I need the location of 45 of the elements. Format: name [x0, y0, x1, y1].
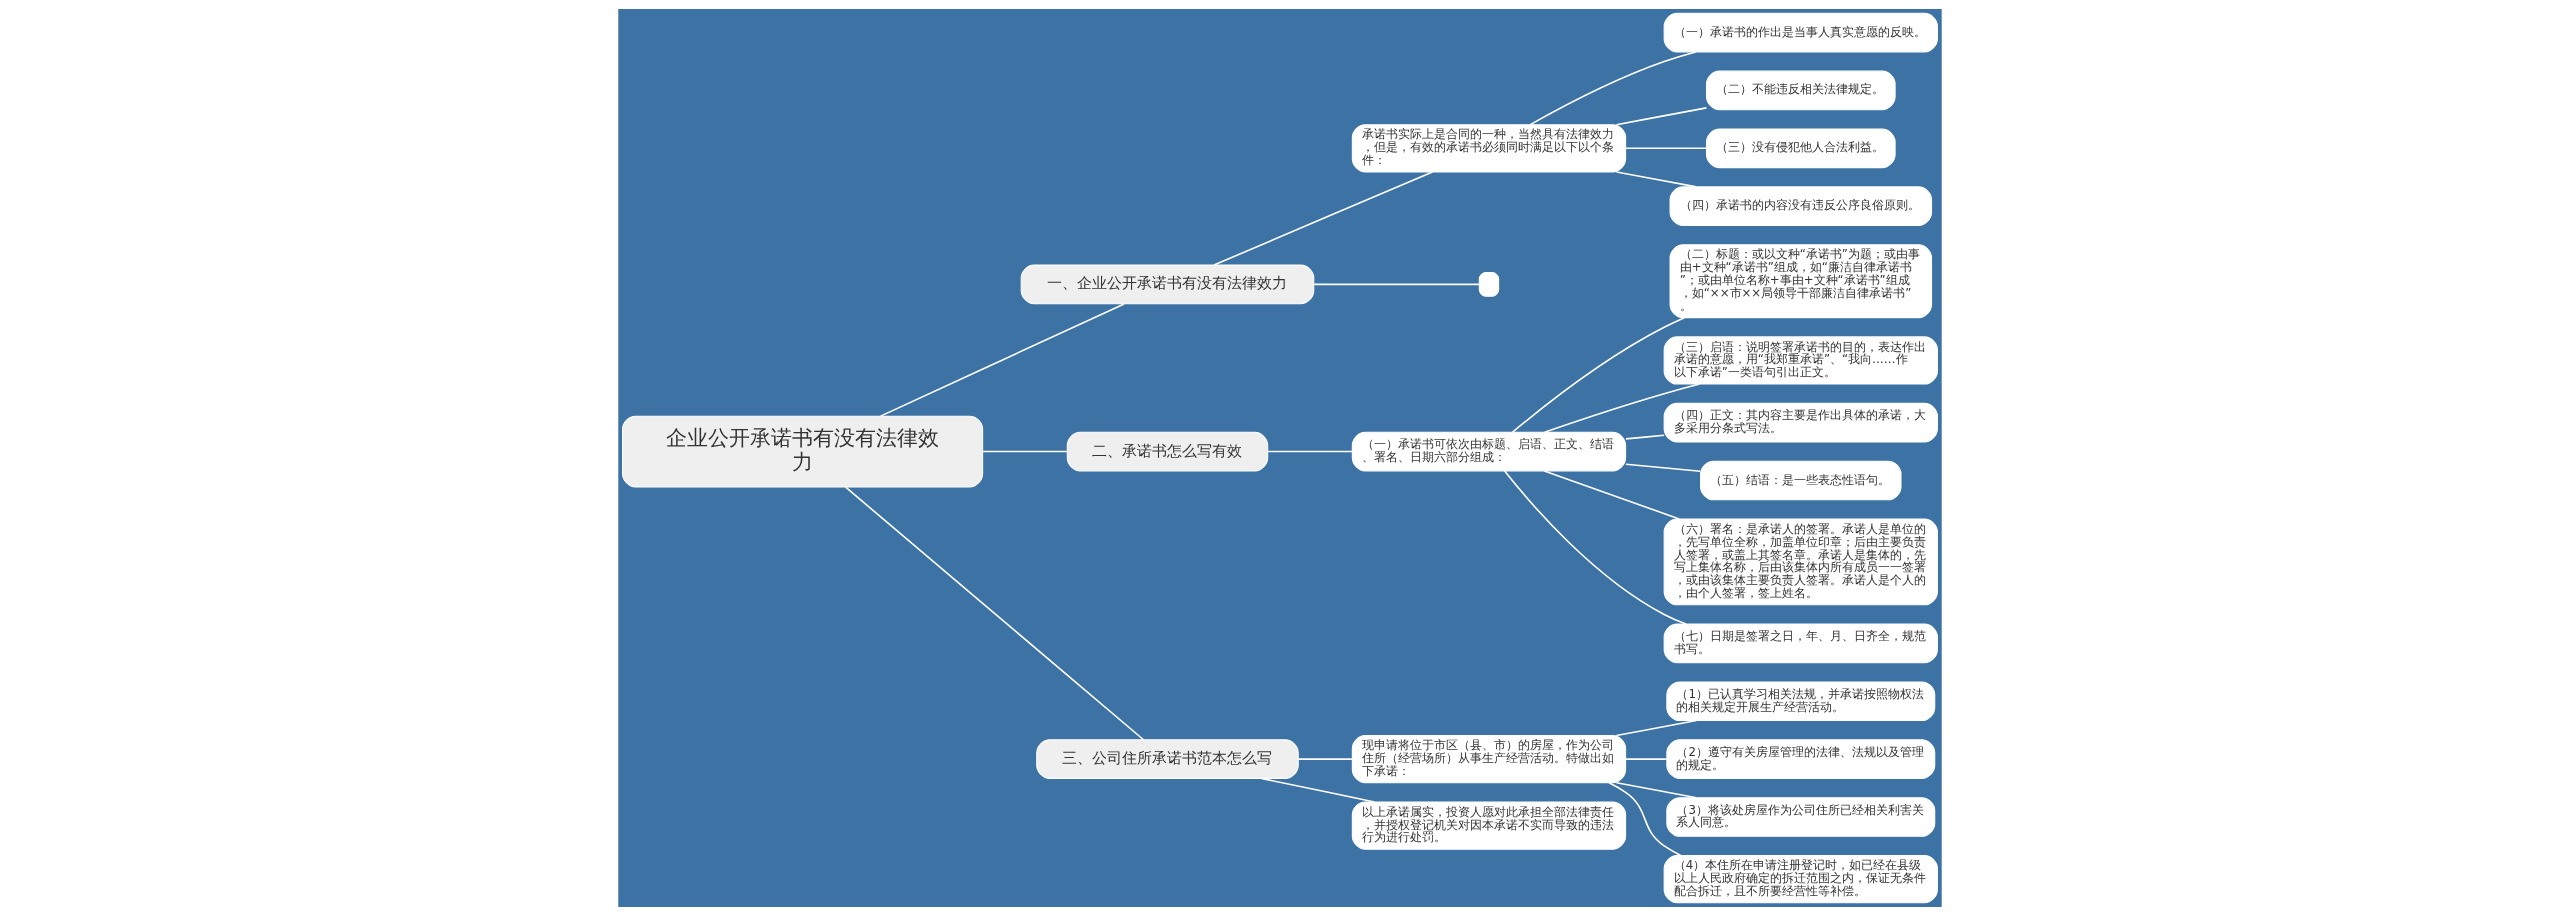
node-box: （4）本住所在申请注册登记时，如已经在县级以上人民政府确定的拆迁范围之内，保证无条件配合拆迁，且不所要经营性等补偿。 — [1663, 854, 1938, 903]
connector — [1529, 50, 1697, 125]
node-box: （3）将该处房屋作为公司住所已经相关利害关系人同意。 — [1666, 796, 1936, 837]
node-box: 以上承诺属实，投资人愿对此承担全部法律责任，并授权登记机关对因本承诺不实而导致的违法行为进行处罚。 — [1351, 800, 1627, 850]
node-box: 二、承诺书怎么写有效 — [1066, 431, 1269, 471]
node-box: （二）标题：或以文种“承诺书”为题；或由事由+文种“承诺书”组成，如“廉洁自律承诺书”；或由单位名称+事由+文种“承诺书”组成，如“××市××局领导干部廉洁自律承诺书”。 — [1669, 243, 1933, 318]
node-box: （七）日期是签署之日，年、月、日齐全，规范书写。 — [1663, 623, 1938, 663]
connector — [844, 485, 1145, 740]
connector — [1260, 777, 1376, 803]
node-box — [1478, 271, 1500, 297]
connector — [1543, 469, 1681, 520]
node-box: （一）承诺书可依次由标题、启语、正文、结语、署名、日期六部分组成： — [1351, 431, 1627, 471]
connector — [1615, 781, 1698, 798]
node-box: （2）遵守有关房屋管理的法律、法规以及管理的规定。 — [1666, 738, 1936, 779]
connector — [982, 450, 1068, 452]
node-box: 承诺书实际上是合同的一种，当然具有法律效力，但是，有效的承诺书必须同时满足以下以个条件： — [1351, 123, 1627, 172]
node-box: 现申请将位于市区（县、市）的房屋，作为公司住所（经营场所）从事生产经营活动。特做出如下承诺： — [1351, 734, 1627, 783]
node-box: （1）已认真学习相关法规，并承诺按照物权法的相关规定开展生产经营活动。 — [1666, 680, 1936, 721]
connector — [1213, 170, 1434, 266]
connector — [1503, 469, 1687, 625]
node-box: （一）承诺书的作出是当事人真实意愿的反映。 — [1663, 12, 1938, 52]
node-box: （四）承诺书的内容没有违反公序良俗原则。 — [1669, 185, 1933, 226]
connector — [1625, 147, 1708, 149]
connector — [1615, 170, 1698, 188]
connector — [1313, 283, 1480, 285]
node-box: （五）结语：是一些表态性语句。 — [1700, 460, 1902, 500]
node-box: （四）正文：其内容主要是作出具体的承诺，大多采用分条式写法。 — [1663, 402, 1938, 442]
node-box: （六）署名：是承诺人的签署。承诺人是单位的，先写单位全称，加盖单位印章；后由主要负责人签署，或盖上其签名章。承诺人是集体的，先写上集体名称，后由该集体内所有成员一一签署，或由该集体主要负责人签署。承诺人是个人的，由个人签署，签上姓名。 — [1663, 518, 1938, 605]
connector — [879, 302, 1125, 417]
node-box: （三）没有侵犯他人合法利益。 — [1705, 128, 1896, 168]
connector — [1625, 757, 1668, 760]
node-box: 一、企业公开承诺书有没有法律效力 — [1020, 264, 1315, 304]
node-box: （二）不能违反相关法律规定。 — [1705, 70, 1896, 110]
connector — [1608, 781, 1682, 856]
node-box: （三）启语：说明签署承诺书的目的，表达作出承诺的意愿，用“我郑重承诺”、“我向……作以下承诺”一类语句引出正文。 — [1663, 335, 1938, 385]
connector — [1625, 462, 1702, 472]
connector — [1625, 434, 1665, 440]
connector — [1267, 450, 1354, 452]
connector — [1543, 382, 1701, 433]
node-box: 企业公开承诺书有没有法律效力 — [622, 415, 984, 487]
connector — [1511, 316, 1686, 433]
connector — [1297, 757, 1353, 760]
node-box: 三、公司住所承诺书范本怎么写 — [1036, 738, 1299, 779]
connector — [1615, 106, 1708, 125]
connector — [1615, 719, 1698, 736]
